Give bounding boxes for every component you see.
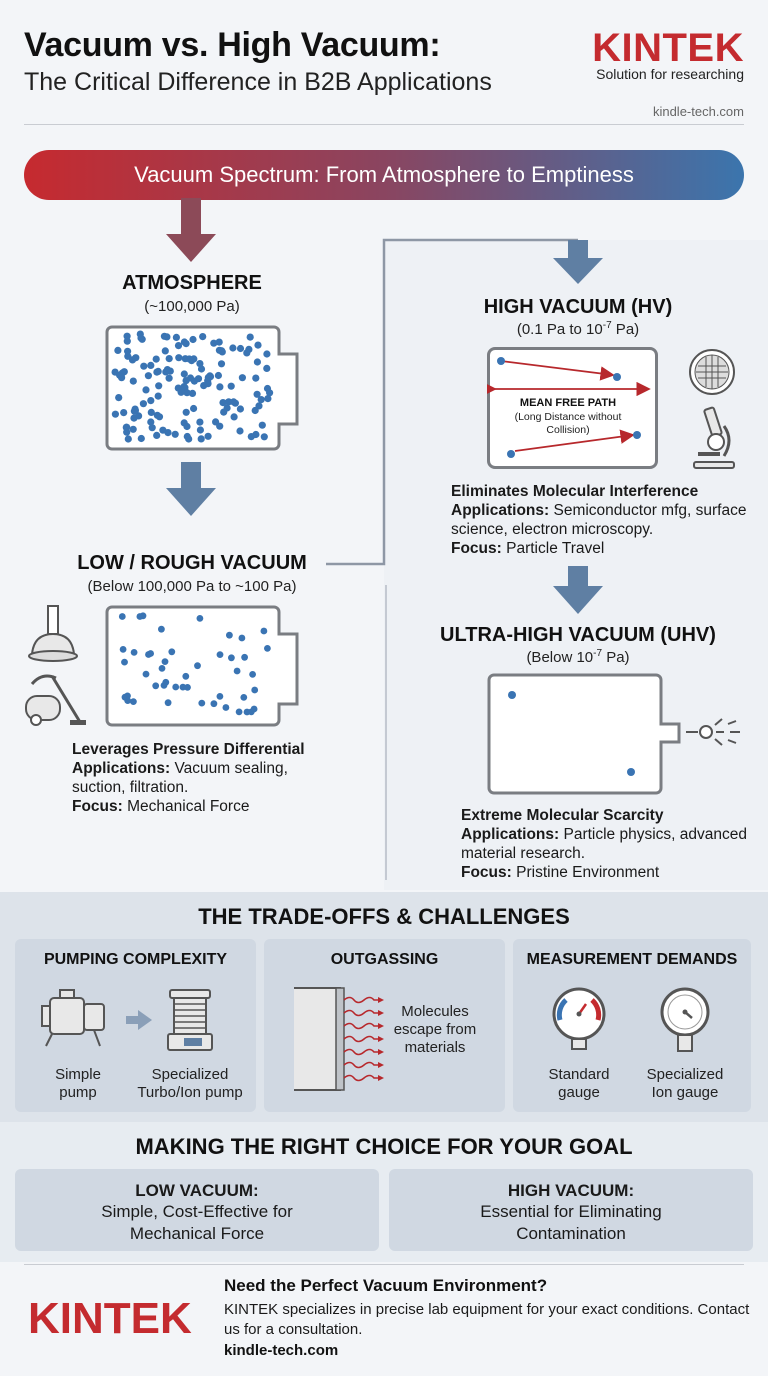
spectrum-banner: Vacuum Spectrum: From Atmosphere to Empt… [24, 150, 744, 200]
applications-label: Applications: [461, 826, 560, 843]
uhv-title: ULTRA-HIGH VACUUM (UHV) [440, 624, 716, 646]
high-choice-text: Essential for Eliminating Contamination [480, 1202, 662, 1243]
low-vacuum-pressure: (Below 100,000 Pa to ~100 Pa) [87, 578, 297, 595]
outgassing-title: OUTGASSING [330, 951, 439, 968]
measurement-card: MEASUREMENT DEMANDS [513, 939, 751, 1112]
high-vacuum-headline: Eliminates Molecular Interference [451, 483, 699, 500]
arrow-right-icon [126, 1010, 152, 1030]
vacuum-cleaner-icon [25, 674, 86, 726]
low-vacuum-focus: Mechanical Force [127, 798, 250, 815]
high-vacuum-choice-card: HIGH VACUUM: Essential for Eliminating C… [389, 1169, 753, 1251]
low-vacuum-title: LOW / ROUGH VACUUM [77, 552, 307, 574]
arrow-down-icon [166, 198, 216, 262]
measurement-title: MEASUREMENT DEMANDS [526, 951, 738, 968]
high-choice-title: HIGH VACUUM: [507, 1181, 635, 1200]
choice-title: MAKING THE RIGHT CHOICE FOR YOUR GOAL [135, 1134, 633, 1159]
atmosphere-title: ATMOSPHERE [122, 272, 262, 294]
low-vacuum-description: Leverages Pressure Differential Applicat… [72, 740, 322, 816]
low-vacuum-headline: Leverages Pressure Differential [72, 741, 305, 758]
standard-gauge-icon [552, 987, 606, 1050]
ion-gauge-icon [660, 987, 710, 1052]
low-vacuum-choice-card: LOW VACUUM: Simple, Cost-Effective for M… [15, 1169, 379, 1251]
turbo-pump-icon [167, 989, 213, 1051]
uhv-focus: Pristine Environment [516, 864, 660, 881]
atmosphere-pressure: (~100,000 Pa) [144, 298, 240, 315]
pumping-title: PUMPING COMPLEXITY [43, 951, 228, 968]
arrow-down-icon [553, 240, 603, 284]
low-choice-text: Simple, Cost-Effective for Mechanical Fo… [101, 1202, 293, 1243]
tradeoffs-title: THE TRADE-OFFS & CHALLENGES [198, 904, 570, 929]
page-subtitle: The Critical Difference in B2B Applicati… [24, 68, 492, 96]
uhv-description: Extreme Molecular Scarcity Applications:… [461, 806, 751, 882]
mean-free-path-label: MEAN FREE PATH [519, 397, 617, 409]
applications-label: Applications: [451, 502, 550, 519]
arrow-down-icon [553, 566, 603, 614]
uhv-headline: Extreme Molecular Scarcity [461, 807, 664, 824]
low-vacuum-chamber [105, 605, 299, 727]
brand-tagline: Solution for researching [596, 66, 744, 82]
silicon-wafer-icon [689, 349, 735, 395]
flow-arrows [166, 198, 603, 880]
connector-line [326, 238, 578, 566]
pumping-card: PUMPING COMPLEXITY [15, 939, 256, 1112]
microscope-icon [693, 406, 735, 469]
simple-pump-label: Simple pump [55, 1066, 101, 1101]
applications-label: Applications: [72, 760, 171, 777]
footer-site-link[interactable]: kindle-tech.com [224, 1342, 339, 1359]
site-link[interactable]: kindle-tech.com [652, 104, 744, 119]
uhv-pressure: (Below 10-7 Pa) [526, 648, 630, 666]
pumps-diagram [41, 989, 213, 1051]
focus-label: Focus: [461, 864, 512, 881]
ion-gauge-label: Specialized Ion gauge [646, 1066, 724, 1101]
suction-cup-icon [28, 605, 78, 662]
footer-brand-logo: KINTEK [28, 1294, 192, 1343]
simple-pump-icon [41, 989, 105, 1047]
standard-gauge-label: Standard gauge [548, 1066, 610, 1101]
high-vacuum-focus: Particle Travel [506, 540, 605, 557]
high-vacuum-chamber [487, 347, 658, 469]
focus-label: Focus: [451, 540, 502, 557]
atmosphere-chamber [105, 325, 299, 451]
cta-title: Need the Perfect Vacuum Environment? [224, 1276, 548, 1295]
high-vacuum-applications: Semiconductor mfg, surface science, elec… [451, 502, 747, 538]
outgassing-label: Molecules escape from materials [393, 1003, 477, 1056]
header-divider [24, 124, 744, 125]
page-title: Vacuum vs. High Vacuum: [24, 26, 441, 64]
high-vacuum-pressure: (0.1 Pa to 10-7 Pa) [516, 320, 640, 338]
particle-collision-icon [686, 718, 740, 746]
uhv-chamber [487, 673, 681, 795]
footer-divider [24, 1264, 744, 1265]
high-vacuum-title: HIGH VACUUM (HV) [483, 296, 673, 318]
arrow-down-icon [166, 462, 216, 516]
brand-logo: KINTEK [592, 26, 744, 70]
low-choice-title: LOW VACUUM: [135, 1181, 259, 1200]
turbo-pump-label: Specialized Turbo/Ion pump [137, 1066, 243, 1101]
mean-free-path-diagram [487, 357, 651, 458]
mean-free-path-note: (Long Distance without Collision) [514, 411, 622, 436]
cta-text: KINTEK specializes in precise lab equipm… [224, 1301, 750, 1338]
outgassing-diagram [294, 987, 384, 1091]
high-vacuum-description: Eliminates Molecular Interference Applic… [451, 482, 751, 558]
uhv-applications: Particle physics, advanced material rese… [461, 826, 747, 862]
focus-label: Focus: [72, 798, 123, 815]
low-vacuum-applications: Vacuum sealing, suction, filtration. [72, 760, 288, 796]
